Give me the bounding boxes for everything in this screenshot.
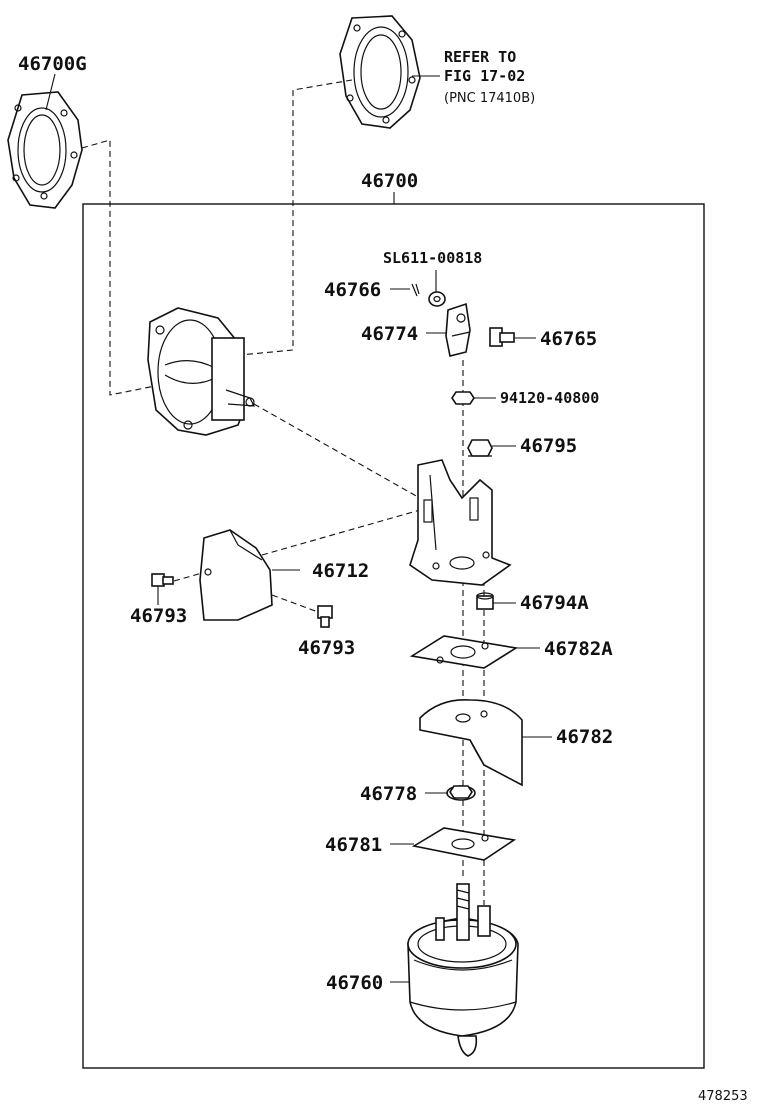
label-46700: 46700 bbox=[361, 170, 418, 192]
label-46793-left: 46793 bbox=[130, 605, 187, 627]
label-46774: 46774 bbox=[361, 323, 418, 345]
washer bbox=[428, 291, 446, 307]
valve-body bbox=[147, 307, 256, 436]
dash-gasket-left bbox=[81, 139, 161, 396]
label-46778: 46778 bbox=[360, 783, 417, 805]
gasket-left bbox=[7, 91, 83, 209]
label-46766: 46766 bbox=[324, 279, 381, 301]
plate-lower bbox=[411, 827, 517, 861]
gasket-top bbox=[339, 15, 421, 129]
label-94120-40800: 94120-40800 bbox=[500, 389, 599, 407]
collar bbox=[476, 592, 494, 610]
refer-line-2: FIG 17-02 bbox=[444, 67, 525, 85]
bolt-link bbox=[489, 327, 515, 347]
nut-small bbox=[451, 391, 475, 405]
label-46765: 46765 bbox=[540, 328, 597, 350]
bracket bbox=[409, 459, 512, 586]
screw-right bbox=[317, 605, 333, 628]
refer-line-1: REFER TO bbox=[444, 48, 516, 66]
dash-gasket-top bbox=[239, 79, 353, 356]
label-46700g: 46700G bbox=[18, 53, 87, 75]
nut-flange bbox=[467, 439, 493, 457]
label-sl611: SL611-00818 bbox=[383, 249, 482, 267]
label-46712: 46712 bbox=[312, 560, 369, 582]
cotter-pin bbox=[411, 283, 420, 297]
plate-a bbox=[409, 635, 519, 669]
bracket-cover bbox=[199, 529, 273, 621]
gasket-g-leader bbox=[45, 73, 56, 111]
dash-cover-to-bracket bbox=[261, 509, 421, 556]
label-46794a: 46794A bbox=[520, 592, 589, 614]
refer-line-3: (PNC 17410B) bbox=[444, 91, 535, 106]
label-46795: 46795 bbox=[520, 435, 577, 457]
dash-screw-right bbox=[271, 594, 319, 613]
washer-hole bbox=[433, 295, 441, 303]
label-46781: 46781 bbox=[325, 834, 382, 856]
dash-screw-left bbox=[173, 572, 203, 582]
link bbox=[445, 302, 471, 357]
diagram-code: 478253 bbox=[698, 1089, 748, 1104]
label-46782a: 46782A bbox=[544, 638, 613, 660]
dash-valve-to-bracket bbox=[253, 403, 419, 498]
label-46760: 46760 bbox=[326, 972, 383, 994]
screw-left bbox=[151, 573, 174, 587]
label-46782: 46782 bbox=[556, 726, 613, 748]
actuator bbox=[407, 883, 519, 1057]
label-46793-right: 46793 bbox=[298, 637, 355, 659]
shield bbox=[419, 699, 523, 787]
nut-mount bbox=[446, 785, 476, 801]
